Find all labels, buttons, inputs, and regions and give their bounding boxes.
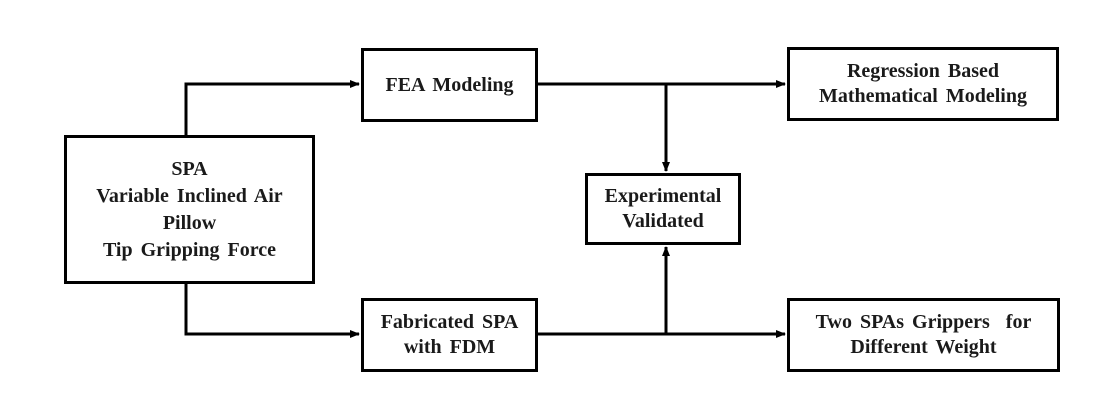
node-label: Two SPAs Grippers for Different Weight (816, 310, 1032, 360)
node-two-spas-grippers: Two SPAs Grippers for Different Weight (787, 298, 1060, 372)
node-spa-variable-inclined-air-pillow: SPA Variable Inclined Air Pillow Tip Gri… (64, 135, 315, 284)
edge-main-to-fabricated (184, 284, 360, 338)
node-experimental-validated: Experimental Validated (585, 173, 741, 245)
node-label: Fabricated SPA with FDM (381, 310, 519, 360)
node-label-line: Different Weight (850, 336, 997, 358)
node-label: Regression Based Mathematical Modeling (819, 59, 1027, 109)
node-label: SPA Variable Inclined Air Pillow Tip Gri… (96, 156, 282, 264)
node-label-line: Tip Gripping Force (102, 238, 277, 261)
node-label-line: Pillow (162, 211, 217, 234)
node-label-line: Fabricated SPA (380, 311, 519, 333)
node-label-line: Experimental (604, 185, 722, 207)
node-label-line: with FDM (403, 336, 496, 358)
node-label: FEA Modeling (385, 73, 513, 98)
node-regression-modeling: Regression Based Mathematical Modeling (787, 47, 1059, 121)
node-label-line: Regression Based (846, 60, 1000, 82)
node-fabricated-spa-fdm: Fabricated SPA with FDM (361, 298, 538, 372)
node-label-line: Two SPAs Grippers for (815, 311, 1032, 333)
node-fea-modeling: FEA Modeling (361, 48, 538, 122)
node-label-line: SPA (171, 157, 208, 180)
edge-main-to-fea (184, 80, 360, 135)
node-label: Experimental Validated (605, 184, 722, 234)
node-label-line: Validated (622, 210, 704, 232)
node-label-line: Variable Inclined Air (96, 184, 283, 207)
node-label-line: Mathematical Modeling (819, 85, 1027, 107)
node-label-line: FEA Modeling (385, 73, 514, 96)
